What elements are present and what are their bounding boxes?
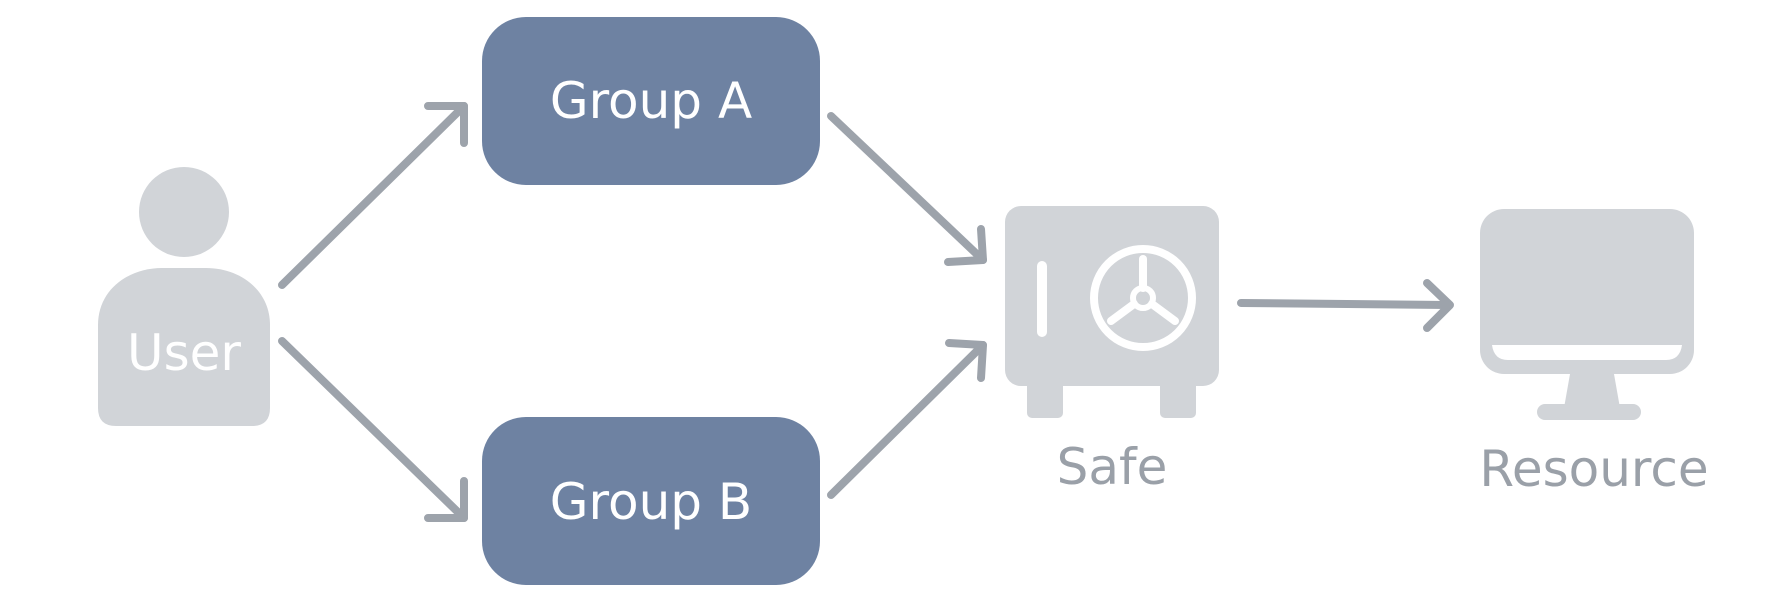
safe-icon <box>1005 206 1219 418</box>
resource-node: Resource <box>1479 209 1709 498</box>
arrow-safe-to-resource <box>1237 279 1454 332</box>
monitor-icon <box>1480 209 1694 420</box>
group-a-box <box>482 17 820 185</box>
group-b-node: Group B <box>482 417 820 585</box>
safe-label: Safe <box>1057 438 1168 496</box>
safe-node: Safe <box>1005 206 1219 496</box>
group-a-node: Group A <box>482 17 820 185</box>
user-label: User <box>127 324 241 382</box>
arrow-user-to-group-b <box>278 337 468 522</box>
group-b-label: Group B <box>550 473 752 531</box>
user-head <box>139 167 229 257</box>
arrow-user-to-group-a <box>278 102 468 289</box>
user-node: User <box>98 167 270 426</box>
arrow-group-a-to-safe <box>827 112 987 266</box>
group-b-box <box>482 417 820 585</box>
user-body <box>98 268 270 426</box>
resource-label: Resource <box>1479 440 1708 498</box>
arrow-group-b-to-safe <box>827 339 987 499</box>
group-a-label: Group A <box>550 72 752 130</box>
